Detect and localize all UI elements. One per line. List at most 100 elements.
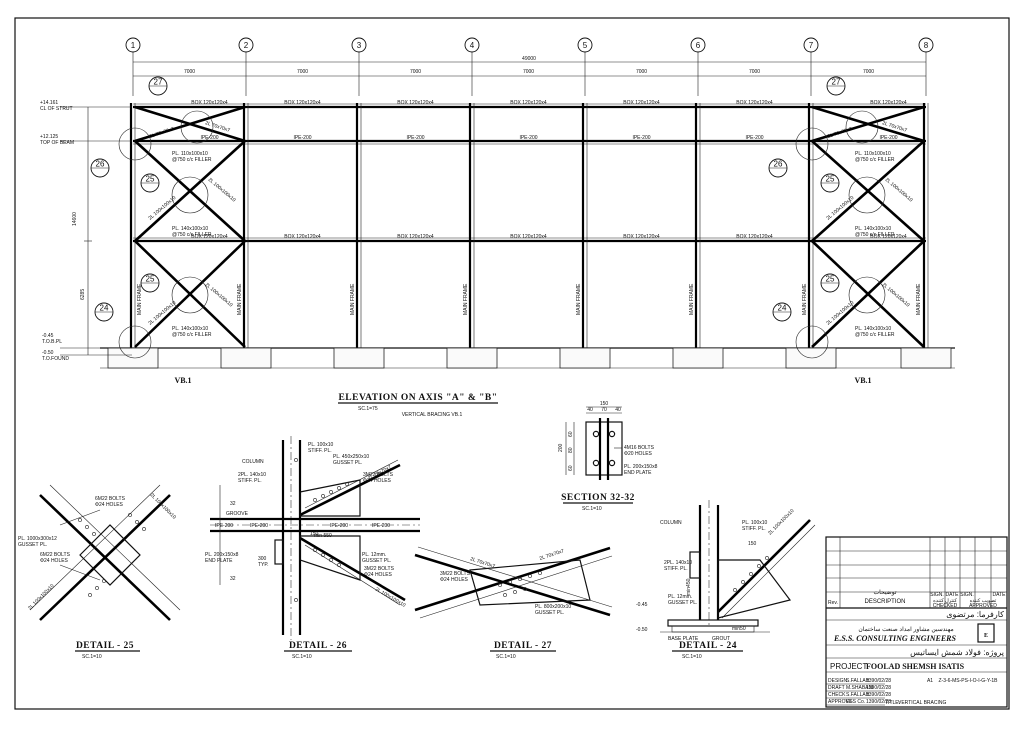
section-title: SECTION 32-32	[561, 493, 635, 503]
bolt	[538, 571, 542, 575]
column-label: MAIN FRAME	[689, 283, 695, 315]
bracing-left	[134, 105, 246, 348]
footing	[220, 347, 272, 369]
level-1-note: CL OF STRUT	[40, 106, 73, 112]
detail-note: Φ24 HOLES	[440, 577, 469, 583]
bolt	[518, 577, 522, 581]
mid-strut-label: BOX 120x120x4	[736, 234, 773, 240]
detail-circles	[118, 110, 886, 359]
detail-note: min 550	[314, 533, 332, 539]
level-2-note: TOP OF BEAM	[40, 140, 74, 146]
company-logo	[977, 623, 995, 643]
detail-note: STIFF. PL.	[664, 566, 688, 572]
brace-callout: @750 c/c FILLER	[172, 232, 212, 238]
sec-dim-side: 200	[558, 443, 564, 452]
sec-dim-side-1: 60	[568, 431, 574, 437]
level-4-value: -0.50	[42, 350, 54, 356]
detail-note: BASE PLATE	[668, 636, 699, 642]
bolt	[92, 532, 96, 536]
tb-checked: CHECKED	[933, 603, 958, 609]
detail-note: 2L 100x100x10	[149, 492, 177, 520]
mid-strut-label: BOX 120x120x4	[397, 234, 434, 240]
bolt	[741, 580, 745, 584]
bay-dim: 7000	[297, 69, 308, 75]
brace-label: 2L 100x100x10	[884, 177, 914, 204]
beam-label: IPE-200	[406, 135, 424, 141]
detail-note: PL. 450x250x10	[333, 454, 369, 460]
detail-note: PL. 100x10	[742, 520, 768, 526]
tb-consultant-fa: مهندسین مشاور امداد صنعت ساختمان	[858, 626, 953, 633]
detail-note: 2PL. 140x10	[238, 472, 266, 478]
detail-note: 2L 100x100x10	[767, 508, 795, 536]
detail-note: 32	[230, 576, 236, 582]
detail-27-scale: SC.1=10	[496, 654, 516, 660]
detail-note: PL. 200x150x8	[205, 552, 239, 558]
bolt	[345, 482, 349, 486]
tb-approved-fa: تصویب کننده	[970, 598, 997, 604]
sec-dim-side-3: 60	[568, 465, 574, 471]
strut-label: BOX 120x120x4	[510, 100, 547, 106]
tb-project-fa: پروژه: فولاد شمش ایساتیس	[910, 648, 1004, 657]
elevation-subtitle: VERTICAL BRACING VB.1	[402, 412, 463, 418]
detail-note: -0.50	[636, 627, 648, 633]
detail-bubble-label: 25	[146, 275, 155, 284]
mid-strut-label: BOX 120x120x4	[191, 234, 228, 240]
dim-lower: 6285	[80, 289, 86, 300]
detail-25-scale: SC.1=10	[82, 654, 102, 660]
level-1-value: +14.161	[40, 100, 58, 106]
mid-strut-label: BOX 120x120x4	[870, 234, 907, 240]
bay-dim: 7000	[749, 69, 760, 75]
brace-label: 2L 100x100x10	[825, 195, 855, 222]
level-3-value: -0.45	[42, 333, 54, 339]
tb-row-name: S.FALLAH	[846, 678, 870, 684]
bolt	[142, 527, 146, 531]
tb-row-name: ESS Co.	[846, 699, 865, 705]
column-label: MAIN FRAME	[137, 283, 143, 315]
brace-callout: @750 c/c FILLER	[172, 332, 212, 338]
brace-callout: PL. 140x100x10	[172, 226, 208, 232]
tb-row-name: S.FALLAH	[846, 692, 870, 698]
axis-label: 7	[809, 41, 814, 50]
tb-col-4: DATE	[993, 592, 1007, 598]
detail-note: COLUMN	[242, 459, 264, 465]
detail-note: STIFF. PL.	[308, 448, 332, 454]
sec-dim-part-1: 40	[587, 407, 593, 413]
detail-note: PL. 100x10	[308, 442, 334, 448]
detail-bubble-label: 25	[826, 175, 835, 184]
tb-row-role: CHECK	[828, 692, 846, 698]
beam-label: IPE-200	[200, 135, 218, 141]
axis-label: 1	[131, 41, 136, 50]
brace-callout: @750 c/c FILLER	[172, 157, 212, 163]
detail-bubble-label: 26	[96, 160, 105, 169]
bracing-right	[811, 105, 925, 348]
sec-dim-part-3: 40	[615, 407, 621, 413]
detail-note: COLUMN	[660, 520, 682, 526]
bay-dim: 7000	[863, 69, 874, 75]
bolt	[733, 588, 737, 592]
tb-col-1: SIGN.	[930, 592, 944, 598]
detail-note: Φ24 HOLES	[95, 502, 124, 508]
tb-drawing-no: Z-3-6-MS-PS-I-O-I-G-Y-1B	[939, 678, 999, 684]
strut-label: BOX 120x120x4	[397, 100, 434, 106]
brace-label: 2L 100x100x10	[825, 300, 855, 327]
brace-callout: PL. 140x100x10	[172, 326, 208, 332]
tb-sheet: A1	[927, 678, 933, 684]
detail-note: GUSSET PL.	[333, 460, 362, 466]
detail-26-view	[210, 436, 420, 640]
bolt	[313, 498, 317, 502]
sec-dim-side-2: 80	[568, 447, 574, 453]
detail-27-title: DETAIL - 27	[494, 641, 552, 651]
brace-label: 2L 100x100x10	[207, 177, 237, 204]
detail-note: IPE-200	[372, 523, 390, 529]
tb-title-label: TITLE:	[885, 700, 900, 706]
bolt	[321, 553, 325, 557]
tb-rev: Rev.	[828, 600, 838, 606]
vb-right-label: VB.1	[854, 376, 871, 385]
bolt	[513, 590, 517, 594]
footing	[900, 347, 952, 369]
tb-employer: کارفرما: مرتضوی	[946, 610, 1004, 619]
